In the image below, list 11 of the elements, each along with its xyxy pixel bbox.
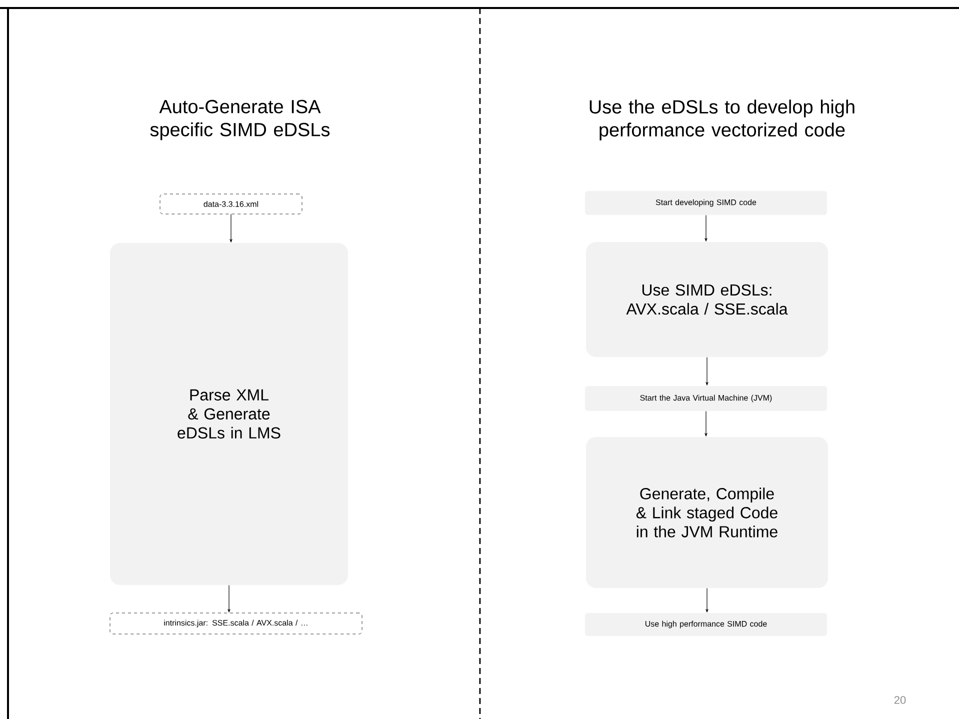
step-box: Start the Java Virtual Machine (JVM) (585, 386, 827, 411)
file-box: data-3.3.16.xml (160, 194, 302, 214)
column-heading: Auto-Generate ISA specific SIMD eDSLs (150, 100, 330, 140)
step-box: Use high performance SIMD code (585, 613, 827, 636)
column-heading: Use the eDSLs to develop high performance vectorized code (590, 100, 854, 140)
process-box: Generate, Compile & Link staged Code in the JVM Runtime (586, 437, 828, 588)
step-box: Start developing SIMD code (585, 191, 827, 215)
page-number: 20 (894, 696, 906, 704)
process-box: Use SIMD eDSLs: AVX.scala / SSE.scala (586, 242, 828, 357)
process-box: Parse XML & Generate eDSLs in LMS (110, 243, 348, 585)
file-box: intrinsics.jar: SSE.scala / AVX.scala / … (110, 612, 362, 634)
